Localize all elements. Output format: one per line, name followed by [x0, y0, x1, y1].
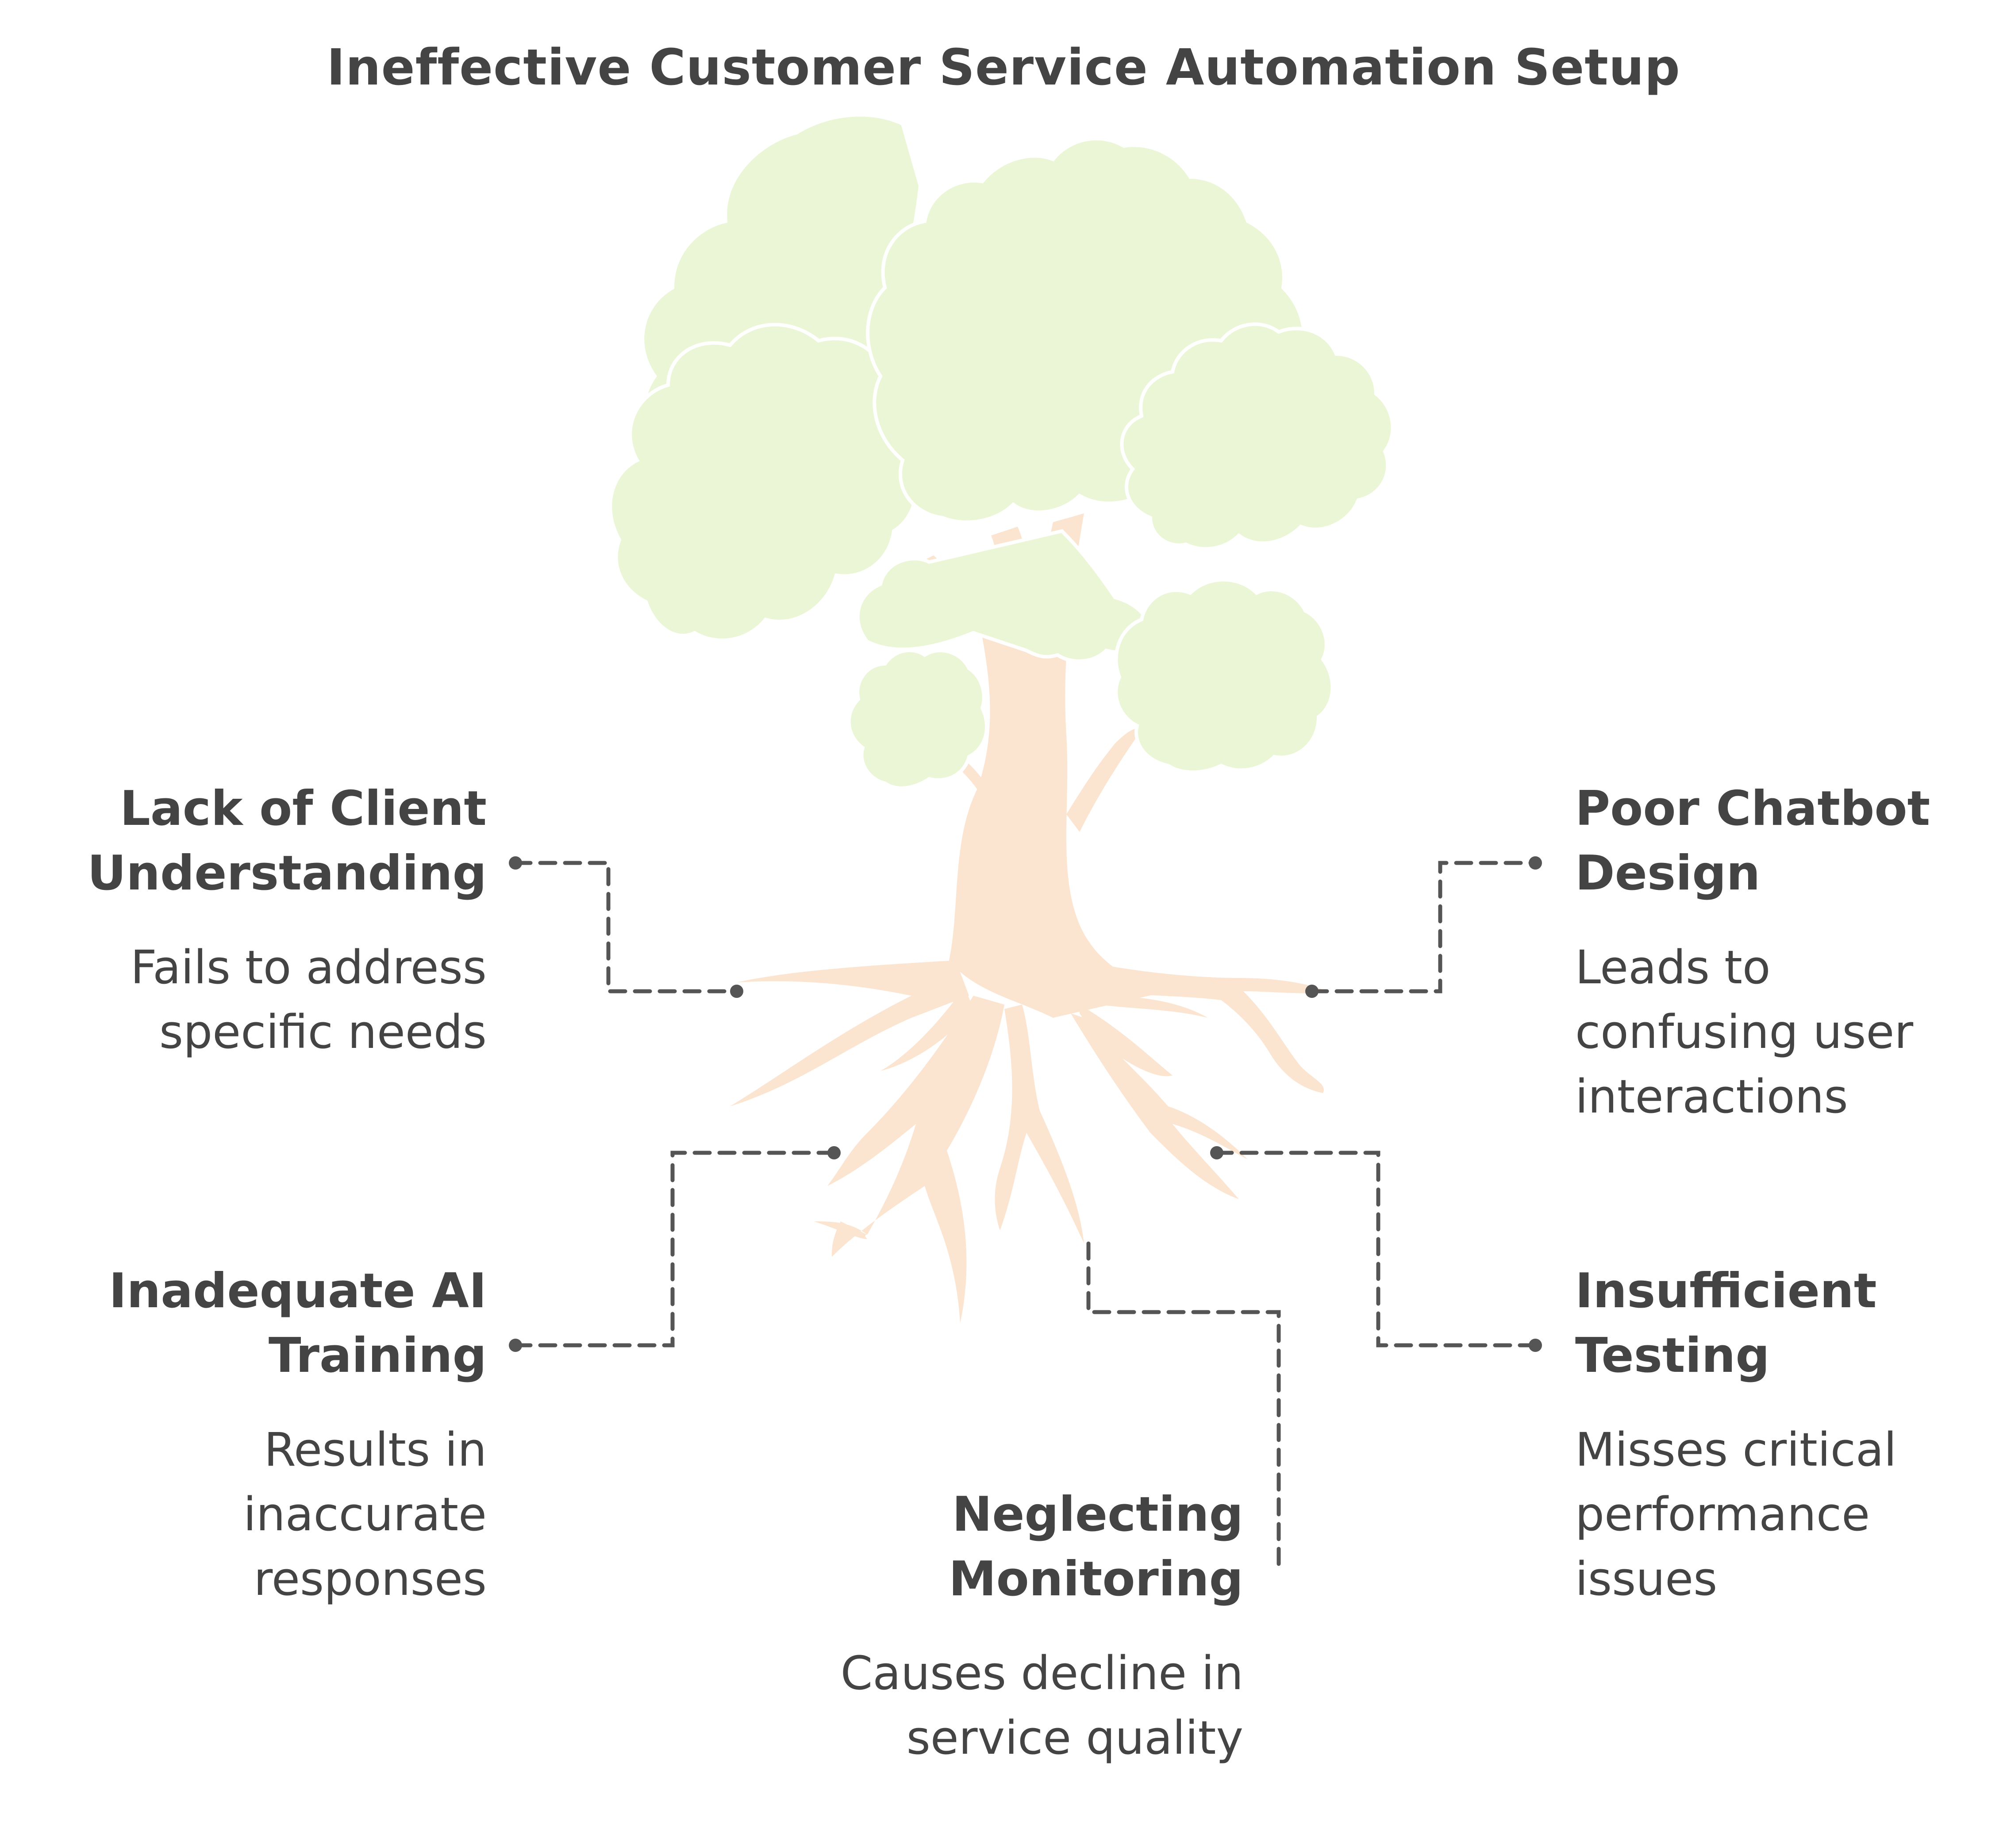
- cause-inadequate-ai-training: Inadequate AI Training Results in inaccu…: [18, 1259, 487, 1611]
- connector-insufficient-testing: [1215, 1151, 1538, 1348]
- endpoint-dot: [509, 1339, 522, 1352]
- connector-poor-chatbot-design: [1310, 861, 1538, 993]
- endpoint-dot: [509, 856, 522, 870]
- diagram-title: Ineffective Customer Service Automation …: [327, 39, 1680, 96]
- endpoint-dot: [730, 985, 743, 998]
- connector-lack-of-client-understanding: [513, 861, 739, 993]
- tree-trunk: [730, 513, 1327, 1323]
- cause-description: Misses critical performance issues: [1575, 1423, 1897, 1606]
- cause-lack-of-client-understanding: Lack of Client Understanding Fails to ad…: [18, 777, 487, 1064]
- cause-heading: Neglecting Monitoring: [949, 1487, 1243, 1607]
- cause-description: Leads to confusing user interactions: [1575, 940, 1914, 1124]
- cause-heading: Poor Chatbot Design: [1575, 781, 1930, 901]
- tree-canopy: [608, 113, 1395, 790]
- endpoint-dot: [1529, 1339, 1542, 1352]
- cause-heading: Inadequate AI Training: [109, 1263, 487, 1383]
- cause-description: Causes decline in service quality: [840, 1646, 1243, 1765]
- cause-insufficient-testing: Insufficient Testing Misses critical per…: [1575, 1259, 2000, 1611]
- connector-dots: [509, 856, 1542, 1352]
- cause-description: Results in inaccurate responses: [243, 1423, 487, 1606]
- cause-heading: Lack of Client Understanding: [87, 781, 487, 901]
- connector-inadequate-ai-training: [513, 1151, 836, 1348]
- cause-heading: Insufficient Testing: [1575, 1263, 1877, 1383]
- cause-neglecting-monitoring: Neglecting Monitoring Causes decline in …: [765, 1482, 1243, 1770]
- cause-poor-chatbot-design: Poor Chatbot Design Leads to confusing u…: [1575, 777, 2000, 1129]
- connectors: [513, 861, 1538, 1573]
- endpoint-dot: [1529, 856, 1542, 870]
- endpoint-dot: [1305, 985, 1319, 998]
- connector-neglecting-monitoring: [1086, 1241, 1281, 1573]
- endpoint-dot: [1210, 1146, 1223, 1159]
- cause-description: Fails to address specific needs: [130, 940, 487, 1059]
- endpoint-dot: [827, 1146, 841, 1159]
